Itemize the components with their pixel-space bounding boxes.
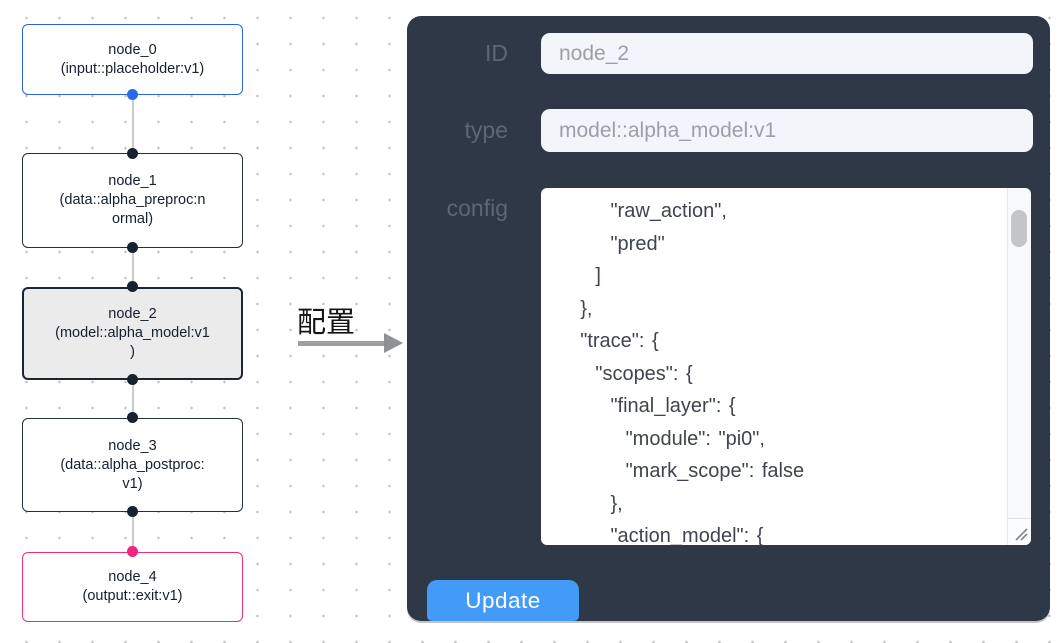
- config-json-content: "raw_action", "pred" ] }, "trace": { "sc…: [550, 200, 805, 545]
- flow-node-node_4[interactable]: node_4 (output::exit:v1): [22, 552, 243, 622]
- flow-node-node_0[interactable]: node_0 (input::placeholder:v1): [22, 24, 243, 95]
- port-node0-out[interactable]: [127, 89, 138, 100]
- flow-node-node_2[interactable]: node_2 (model::alpha_model:v1 ): [22, 287, 243, 380]
- id-field-input[interactable]: node_2: [541, 33, 1033, 74]
- config-scrollbar[interactable]: [1007, 188, 1031, 519]
- node-title: node_1: [108, 173, 157, 189]
- node-subtitle: v1): [122, 475, 143, 492]
- configure-arrow-label: 配置: [297, 307, 356, 339]
- node-title: node_4: [108, 569, 157, 585]
- update-button[interactable]: Update: [427, 580, 579, 621]
- port-node2-out[interactable]: [127, 374, 138, 385]
- id-field-label: ID: [485, 40, 508, 66]
- edge-node3-node4: [132, 512, 134, 552]
- node-subtitle: ): [130, 344, 135, 360]
- resize-handle-icon[interactable]: [1007, 518, 1031, 545]
- node-title: node_2: [108, 306, 157, 322]
- node-subtitle: (data::alpha_postproc:: [60, 456, 205, 473]
- node-subtitle: (input::placeholder:v1): [60, 60, 205, 77]
- port-node2-in[interactable]: [127, 281, 138, 292]
- port-node3-in[interactable]: [127, 412, 138, 423]
- edge-node0-node1: [132, 95, 134, 154]
- type-field-label: type: [464, 117, 508, 143]
- edge-node2-node3: [132, 380, 134, 418]
- edge-node1-node2: [132, 248, 134, 287]
- port-node1-out[interactable]: [127, 242, 138, 253]
- config-scrollbar-thumb[interactable]: [1011, 210, 1027, 247]
- node-subtitle: ormal): [111, 211, 154, 227]
- node-config-panel: ID node_2 type model::alpha_model:v1 con…: [407, 16, 1050, 621]
- port-node3-out[interactable]: [127, 506, 138, 517]
- node-subtitle: (data::alpha_preproc:n: [59, 192, 206, 208]
- node-title: node_0: [108, 41, 157, 58]
- right-arrow-head-icon: [384, 333, 403, 353]
- flow-node-node_3[interactable]: node_3 (data::alpha_postproc: v1): [22, 418, 243, 512]
- port-node1-in[interactable]: [127, 148, 138, 159]
- right-arrow-icon: [298, 341, 385, 346]
- node-title: node_3: [108, 437, 157, 454]
- config-field-label: config: [446, 195, 508, 221]
- port-node4-in[interactable]: [127, 546, 138, 557]
- flow-node-node_1[interactable]: node_1 (data::alpha_preproc:n ormal): [22, 153, 243, 248]
- type-field-input[interactable]: model::alpha_model:v1: [541, 109, 1033, 152]
- node-subtitle: (model::alpha_model:v1: [55, 325, 210, 341]
- node-subtitle: (output::exit:v1): [82, 588, 183, 604]
- config-textarea[interactable]: "raw_action", "pred" ] }, "trace": { "sc…: [541, 188, 1031, 545]
